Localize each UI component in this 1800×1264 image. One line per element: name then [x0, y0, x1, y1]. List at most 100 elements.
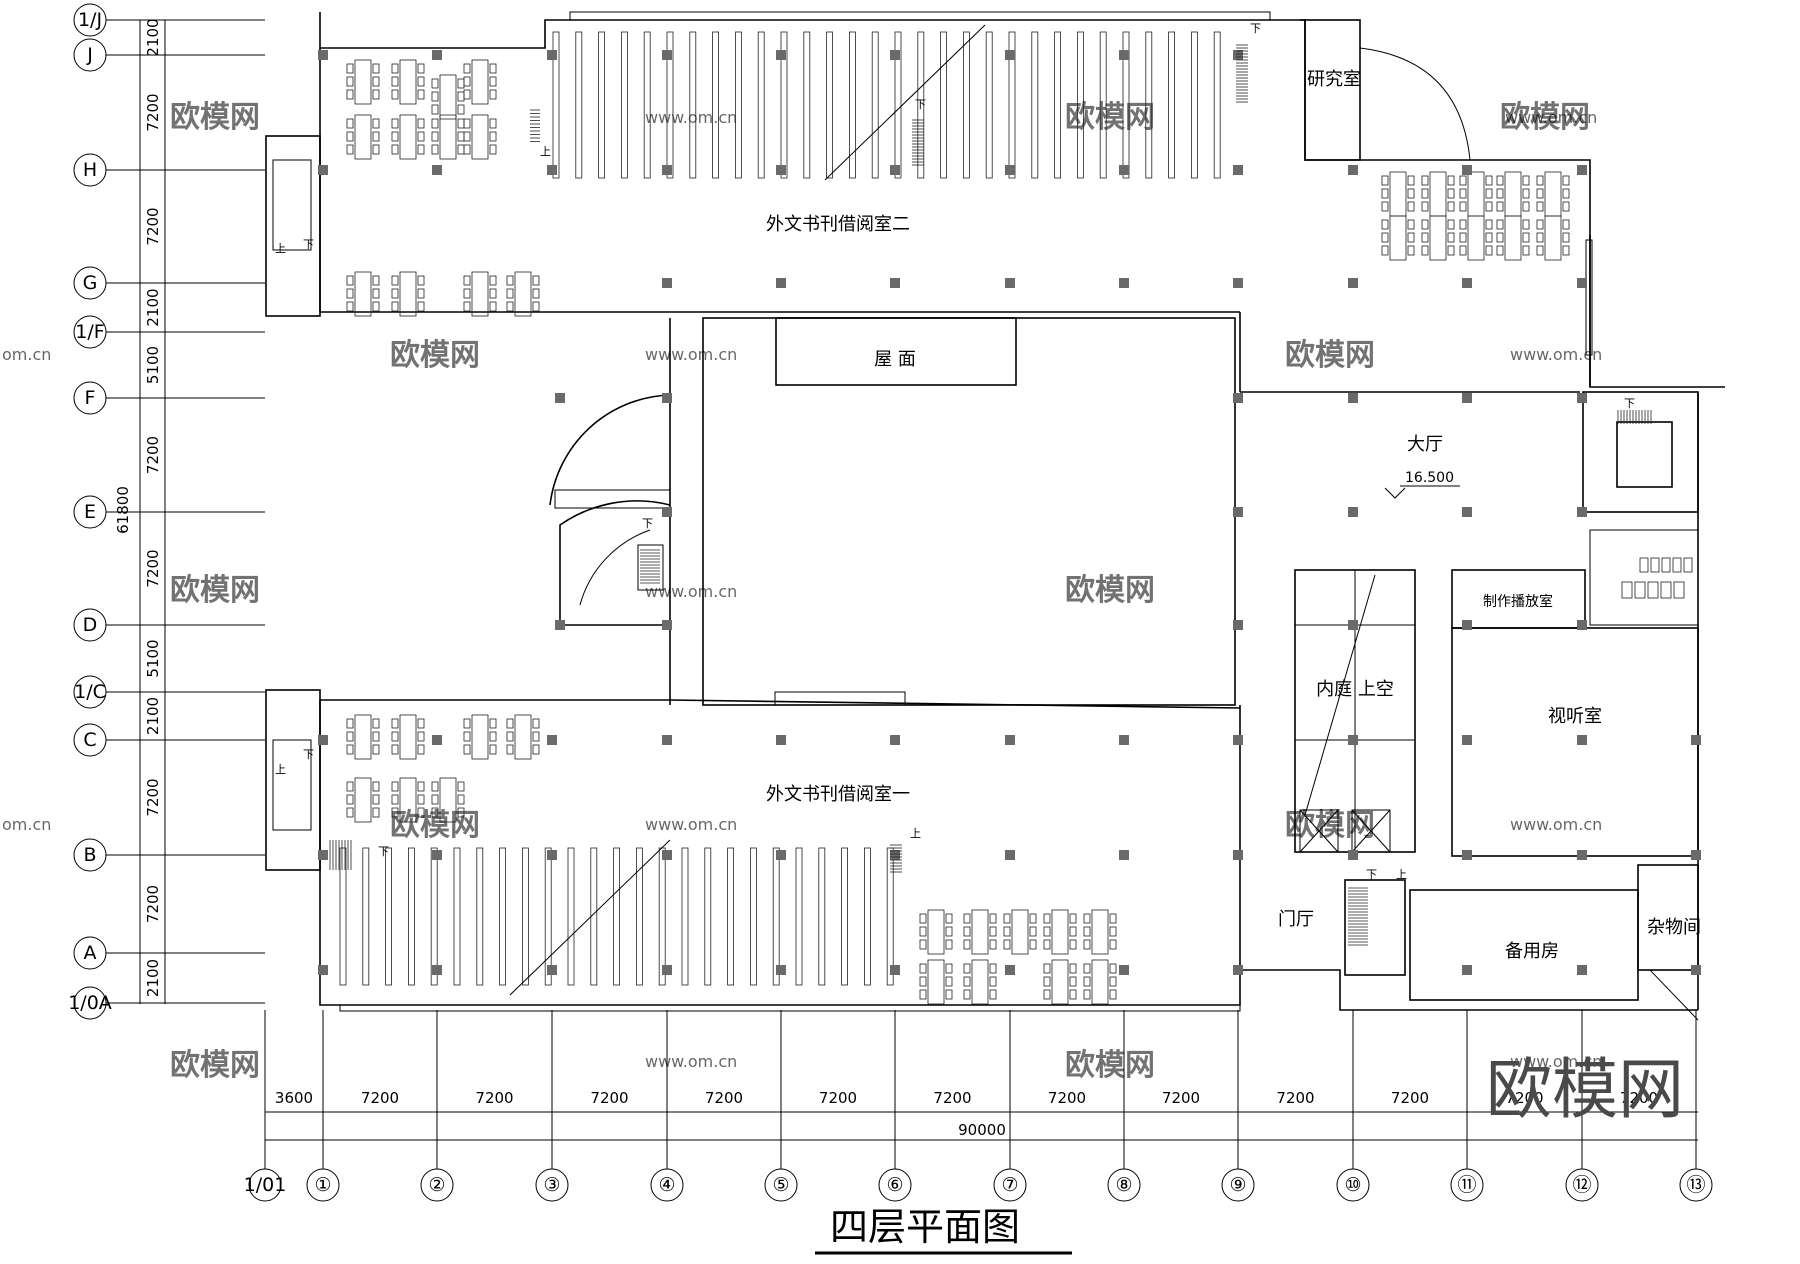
structural-column	[547, 165, 557, 175]
chair	[417, 76, 425, 87]
toilet-stall	[1634, 581, 1646, 599]
toilet-stall	[1660, 581, 1672, 599]
row-axis-label: 1/0A	[68, 992, 112, 1014]
structural-column	[555, 620, 565, 630]
column-axis-label: ⑪	[1457, 1174, 1476, 1196]
structural-column	[1348, 850, 1358, 860]
chair	[431, 781, 439, 792]
structural-column	[890, 850, 900, 860]
bookshelf	[1122, 31, 1130, 179]
chair	[506, 275, 514, 286]
chair	[1562, 232, 1570, 243]
bookshelf	[567, 847, 575, 986]
horizontal-dimension-text: 7200	[933, 1089, 971, 1107]
structural-column	[1348, 278, 1358, 288]
chair	[431, 131, 439, 142]
structural-column	[1462, 393, 1472, 403]
structural-column	[1462, 850, 1472, 860]
structural-column	[662, 278, 672, 288]
chair	[1485, 232, 1493, 243]
reading-table	[399, 777, 417, 823]
chair	[1029, 926, 1037, 937]
horizontal-dimension-text: 7200	[1048, 1089, 1086, 1107]
chair	[489, 731, 497, 742]
row-axis-bubble	[73, 675, 107, 709]
chair	[417, 288, 425, 299]
chair	[1043, 989, 1051, 1000]
row-axis-bubble	[73, 266, 107, 300]
toilet-stall	[1673, 581, 1685, 599]
structural-column	[662, 507, 672, 517]
horizontal-dimension-text: 7200	[705, 1089, 743, 1107]
chair	[391, 63, 399, 74]
chair	[1381, 175, 1389, 186]
brand-watermark-faint: 欧模网	[1065, 573, 1155, 608]
chair	[1043, 926, 1051, 937]
chair	[1447, 175, 1455, 186]
reading-table	[514, 714, 532, 760]
chair	[1421, 232, 1429, 243]
brand-watermark-faint: 欧模网	[170, 1048, 260, 1083]
chair	[431, 807, 439, 818]
chair	[1496, 232, 1504, 243]
chair	[1536, 245, 1544, 256]
chair	[1381, 232, 1389, 243]
structural-column	[1577, 735, 1587, 745]
horizontal-dimension-chain	[265, 1111, 1698, 1141]
chair	[457, 781, 465, 792]
bookshelf	[704, 847, 712, 986]
chair	[457, 91, 465, 102]
bookshelf	[613, 847, 620, 986]
chair	[1485, 175, 1493, 186]
bookshelf	[1008, 31, 1016, 179]
chair	[1043, 939, 1051, 950]
reading-table	[471, 714, 489, 760]
structural-column	[1233, 850, 1243, 860]
structural-column	[1462, 165, 1472, 175]
structural-column	[776, 735, 786, 745]
stair-direction-label: 下	[642, 517, 653, 530]
chair	[372, 275, 380, 286]
reading-table	[1091, 909, 1109, 955]
bookshelf	[453, 847, 461, 986]
bookshelf	[499, 847, 507, 986]
column-axis-bubble	[878, 1168, 912, 1202]
chair	[391, 781, 399, 792]
section-break-line	[509, 839, 671, 996]
chair	[457, 78, 465, 89]
bookshelf	[1077, 31, 1084, 179]
bookshelf	[666, 31, 674, 179]
column-axis-bubble	[248, 1168, 282, 1202]
site-watermark-faint: www.om.cn	[645, 582, 737, 601]
reading-table	[1389, 171, 1407, 217]
reading-table	[439, 114, 457, 160]
chair	[346, 144, 354, 155]
chair	[489, 63, 497, 74]
chair	[346, 731, 354, 742]
chair	[1043, 976, 1051, 987]
chair	[417, 744, 425, 755]
reading-table	[1011, 909, 1029, 955]
bookshelf	[1145, 31, 1153, 179]
vertical-dimension-text: 2100	[144, 697, 162, 735]
chair	[1069, 913, 1077, 924]
reading-table	[399, 114, 417, 160]
reading-table	[1429, 215, 1447, 261]
site-watermark-faint: www.om.cn	[645, 345, 737, 364]
column-axis-label: ①	[314, 1174, 331, 1196]
chair	[945, 939, 953, 950]
structural-column	[1233, 507, 1243, 517]
bookshelf	[735, 31, 742, 179]
structural-column	[1233, 735, 1243, 745]
reading-table	[354, 271, 372, 317]
stair-direction-label: 下	[303, 748, 314, 761]
structural-column	[1119, 965, 1129, 975]
reading-table	[1504, 171, 1522, 217]
toilet-stall	[1650, 557, 1660, 573]
bookshelf	[826, 31, 833, 179]
chair	[1459, 245, 1467, 256]
chair	[372, 89, 380, 100]
chair	[431, 118, 439, 129]
bookshelf	[1031, 31, 1039, 179]
